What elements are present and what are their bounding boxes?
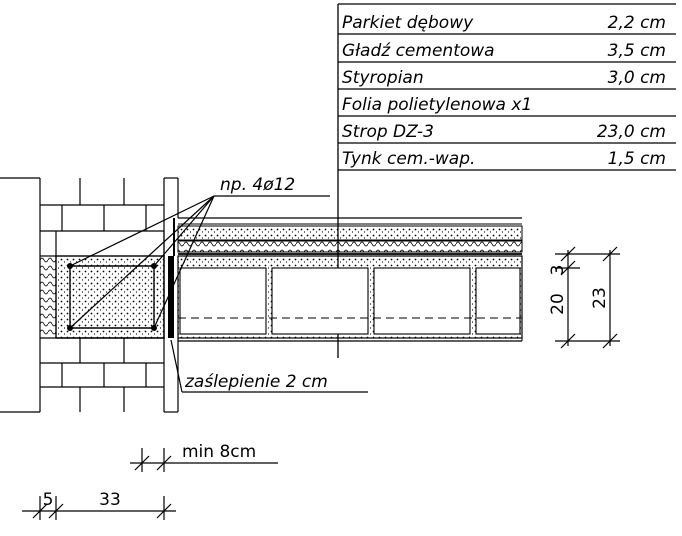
dim-slab-block: 20 — [548, 293, 568, 315]
dim-slab-total: 23 — [590, 287, 610, 309]
rebar-annotation: np. 4ø12 — [220, 175, 295, 195]
layer-name: Strop DZ-3 — [342, 122, 434, 142]
layer-row: Strop DZ-3 23,0 cm — [342, 122, 666, 142]
layer-thickness: 3,5 cm — [608, 41, 666, 61]
blanking-leader — [170, 339, 368, 393]
floor-layers — [177, 217, 523, 255]
layer-name: Tynk cem.-wap. — [342, 149, 475, 169]
rebar-leaders — [69, 195, 330, 329]
min-bearing-label: min 8cm — [182, 442, 256, 462]
blanking-annotation: zaślepienie 2 cm — [184, 372, 328, 392]
insulation-strip — [39, 255, 57, 339]
layer-row: Styropian 3,0 cm — [342, 68, 666, 88]
dim-offset: 5 — [43, 490, 54, 510]
layer-thickness: 23,0 cm — [597, 122, 666, 142]
layer-name: Styropian — [342, 68, 424, 88]
slab-dz3 — [177, 255, 523, 342]
min-bearing-dimension — [130, 448, 278, 472]
layer-table — [337, 3, 676, 358]
ring-beam — [40, 231, 165, 339]
layer-thickness: 1,5 cm — [608, 149, 666, 169]
layer-row: Gładź cementowa 3,5 cm — [342, 41, 666, 61]
vertical-dimensions — [555, 246, 620, 349]
layer-thickness: 2,2 cm — [608, 13, 666, 33]
layer-thickness: 3,0 cm — [608, 68, 666, 88]
wall-dimension — [22, 496, 176, 520]
blanking-board — [168, 256, 174, 338]
layer-name: Folia polietylenowa x1 — [342, 95, 532, 115]
layer-row: Folia polietylenowa x1 — [342, 95, 532, 115]
layer-name: Parkiet dębowy — [342, 13, 474, 33]
layer-row: Parkiet dębowy 2,2 cm — [342, 13, 666, 33]
dim-wall: 33 — [99, 490, 121, 510]
layer-name: Gładź cementowa — [342, 41, 495, 61]
layer-row: Tynk cem.-wap. 1,5 cm — [342, 149, 666, 169]
dim-topping: 3 — [548, 265, 568, 276]
